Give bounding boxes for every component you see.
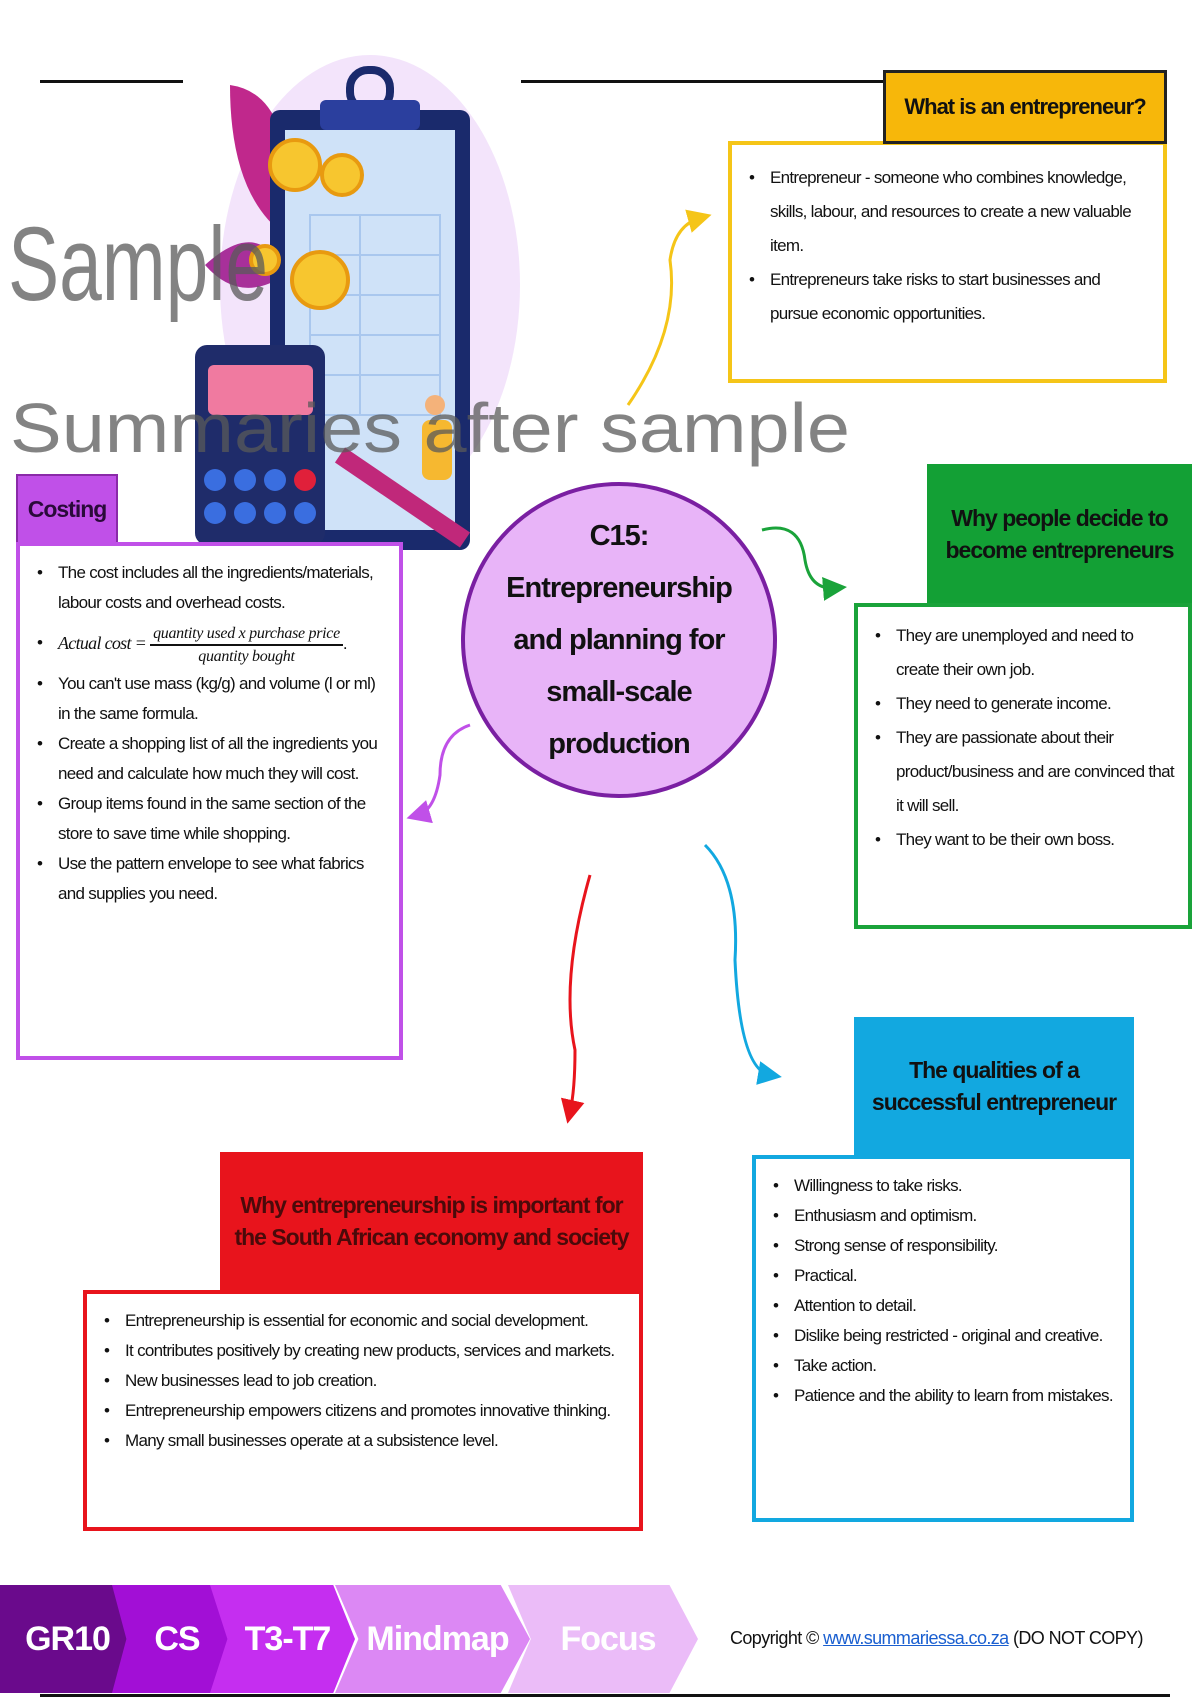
- tag-focus: Focus: [508, 1585, 698, 1693]
- tag-label: T3-T7: [244, 1619, 332, 1658]
- center-line: and planning for: [513, 624, 725, 656]
- list-item: Enthusiasm and optimism.: [768, 1201, 1118, 1231]
- list-item: Attention to detail.: [768, 1291, 1118, 1321]
- finance-illustration: [195, 55, 520, 550]
- list-item: Willingness to take risks.: [768, 1171, 1118, 1201]
- cost-formula: quantity used x purchase price quantity …: [150, 623, 343, 667]
- tag-grade: GR10: [0, 1585, 135, 1693]
- tag-label: GR10: [25, 1619, 111, 1658]
- what-is-entrepreneur-header: What is an entrepreneur?: [883, 70, 1167, 144]
- what-is-entrepreneur-box: Entrepreneur - someone who combines know…: [728, 141, 1167, 383]
- tag-type: Mindmap: [335, 1585, 530, 1693]
- section-title: Why entrepreneurship is important for th…: [234, 1192, 629, 1250]
- list-item: It contributes positively by creating ne…: [99, 1336, 627, 1366]
- copyright-suffix: (DO NOT COPY): [1012, 1628, 1143, 1648]
- list-item: Many small businesses operate at a subsi…: [99, 1426, 627, 1456]
- tag-subject: CS: [112, 1585, 232, 1693]
- formula-item: Actual cost = quantity used x purchase p…: [32, 618, 387, 669]
- list-item: Use the pattern envelope to see what fab…: [32, 849, 387, 909]
- qualities-box: Willingness to take risks. Enthusiasm an…: [752, 1155, 1134, 1522]
- formula-numerator: quantity used x purchase price: [150, 623, 343, 646]
- list-item: The cost includes all the ingredients/ma…: [32, 558, 387, 618]
- center-line: production: [548, 728, 690, 760]
- divider-line: [40, 80, 183, 83]
- list-item: They are unemployed and need to create t…: [870, 619, 1176, 687]
- tag-terms: T3-T7: [210, 1585, 355, 1693]
- list-item: Entrepreneurs take risks to start busine…: [744, 263, 1151, 331]
- footer-line: [40, 1694, 1170, 1697]
- list-item: Entrepreneurship is essential for econom…: [99, 1306, 627, 1336]
- formula-denominator: quantity bought: [198, 647, 295, 665]
- list-item: They are passionate about their product/…: [870, 721, 1176, 823]
- website-link[interactable]: www.summariessa.co.za: [823, 1628, 1009, 1648]
- central-topic: C15: Entrepreneurship and planning for s…: [461, 482, 777, 798]
- center-line: small-scale: [546, 676, 692, 708]
- tag-label: Focus: [560, 1619, 656, 1658]
- list-item: They need to generate income.: [870, 687, 1176, 721]
- section-title: The qualities of a successful entreprene…: [871, 1057, 1117, 1115]
- list-item: They want to be their own boss.: [870, 823, 1176, 857]
- list-item: Take action.: [768, 1351, 1118, 1381]
- importance-box: Entrepreneurship is essential for econom…: [83, 1290, 643, 1531]
- list-item: Dislike being restricted - original and …: [768, 1321, 1118, 1351]
- list-item: Group items found in the same section of…: [32, 789, 387, 849]
- list-item: Strong sense of responsibility.: [768, 1231, 1118, 1261]
- qualities-header: The qualities of a successful entreprene…: [854, 1017, 1134, 1155]
- copyright-prefix: Copyright ©: [730, 1628, 819, 1648]
- center-line: C15:: [589, 520, 650, 552]
- list-item: You can't use mass (kg/g) and volume (l …: [32, 669, 387, 729]
- costing-box: The cost includes all the ingredients/ma…: [16, 542, 403, 1060]
- center-line: Entrepreneurship: [506, 572, 733, 604]
- section-title: Why people decide to become entrepreneur…: [945, 504, 1175, 563]
- why-people-header: Why people decide to become entrepreneur…: [927, 464, 1192, 603]
- list-item: Create a shopping list of all the ingred…: [32, 729, 387, 789]
- list-item: Patience and the ability to learn from m…: [768, 1381, 1118, 1411]
- list-item: Entrepreneur - someone who combines know…: [744, 161, 1151, 263]
- list-item: Entrepreneurship empowers citizens and p…: [99, 1396, 627, 1426]
- copyright: Copyright © www.summariessa.co.za (DO NO…: [730, 1628, 1143, 1649]
- importance-header: Why entrepreneurship is important for th…: [220, 1152, 643, 1290]
- section-title: Costing: [27, 496, 108, 522]
- section-title: What is an entrepreneur?: [904, 94, 1146, 119]
- list-item: Practical.: [768, 1261, 1118, 1291]
- divider-line: [521, 80, 883, 83]
- formula-label: Actual cost =: [58, 633, 147, 653]
- why-people-box: They are unemployed and need to create t…: [854, 603, 1192, 929]
- tag-label: Mindmap: [366, 1619, 509, 1658]
- costing-header: Costing: [16, 474, 118, 544]
- tag-label: CS: [154, 1619, 200, 1658]
- list-item: New businesses lead to job creation.: [99, 1366, 627, 1396]
